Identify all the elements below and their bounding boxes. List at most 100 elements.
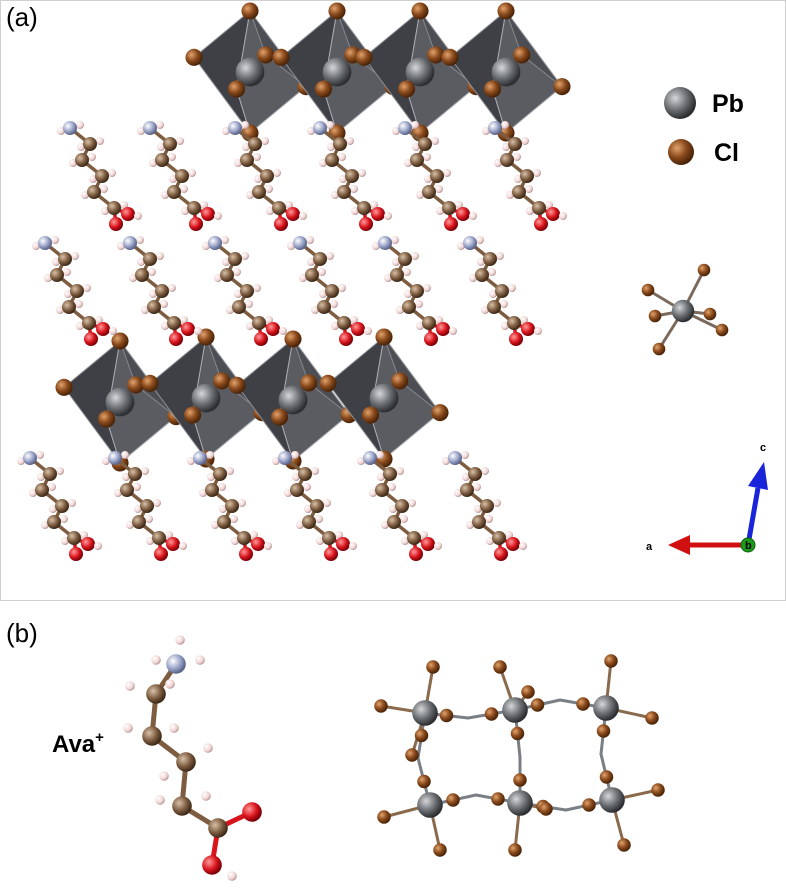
carbon-atom: [167, 316, 181, 330]
chlorine-atom: [484, 80, 502, 98]
hydrogen-atom: [246, 191, 254, 199]
nitrogen-atom: [378, 236, 392, 250]
carbon-atom: [390, 268, 404, 282]
panel-a-label: (a): [6, 2, 38, 32]
hydrogen-atom: [227, 871, 237, 881]
chlorine-atom: [405, 748, 419, 762]
octahedron-face: [383, 336, 441, 414]
carbon-atom: [252, 316, 266, 330]
carbon-atom: [163, 137, 177, 151]
carbon-atom: [325, 153, 339, 167]
hydrogen-atom: [358, 169, 366, 177]
hydrogen-atom: [508, 284, 516, 292]
hydrogen-atom: [481, 467, 489, 475]
lead-atom: [502, 697, 528, 723]
hydrogen-atom: [149, 159, 157, 167]
hydrogen-atom: [180, 185, 188, 193]
hydrogen-atom: [160, 300, 168, 308]
hydrogen-atom: [134, 505, 142, 513]
lead-atom: [671, 299, 695, 323]
hydrogen-atom: [238, 499, 246, 507]
hydrogen-atom: [401, 537, 409, 545]
hydrogen-atom: [32, 242, 40, 250]
oxygen-atom: [359, 217, 373, 231]
axis-a-label: a: [646, 541, 653, 553]
hydrogen-atom: [179, 542, 187, 550]
hydrogen-atom: [222, 127, 230, 135]
carbon-atom: [305, 268, 319, 282]
hydrogen-atom: [176, 137, 184, 145]
hydrogen-atom: [534, 327, 542, 335]
hydrogen-atom: [420, 531, 428, 539]
nitrogen-atom: [123, 236, 137, 250]
hydrogen-atom: [396, 467, 404, 475]
axis-b-label: b: [745, 540, 752, 552]
hydrogen-atom: [149, 290, 157, 298]
hydrogen-atom: [435, 316, 443, 324]
chlorine-atom: [228, 80, 246, 98]
carbon-atom: [487, 300, 501, 314]
hydrogen-atom: [411, 121, 419, 129]
carbon-atom: [398, 252, 412, 266]
hydrogen-atom: [377, 473, 385, 481]
hydrogen-atom: [403, 268, 411, 276]
carbon-atom: [237, 531, 251, 545]
hydrogen-atom: [169, 723, 179, 733]
carbon-atom: [83, 137, 97, 151]
chlorine-atom: [426, 660, 440, 674]
carbon-atom: [410, 153, 424, 167]
hydrogen-atom: [161, 191, 169, 199]
hydrogen-atom: [41, 521, 49, 529]
ava-molecule: [123, 635, 262, 881]
carbon-atom: [442, 201, 456, 215]
oxygen-atom: [242, 802, 262, 822]
hydrogen-atom: [226, 467, 234, 475]
chlorine-atom: [328, 2, 346, 20]
carbon-atom: [152, 531, 166, 545]
hydrogen-atom: [482, 127, 490, 135]
oxygen-atom: [436, 322, 450, 336]
hydrogen-atom: [273, 169, 281, 177]
octahedra-layer-bottom: [55, 328, 449, 472]
carbon-atom: [310, 499, 324, 513]
hydrogen-atom: [364, 327, 372, 335]
hydrogen-atom: [431, 137, 439, 145]
hydrogen-atom: [506, 191, 514, 199]
hydrogen-atom: [316, 537, 324, 545]
hydrogen-atom: [304, 505, 312, 513]
chlorine-atom: [228, 376, 246, 394]
oxygen-atom: [324, 547, 338, 561]
hydrogen-atom: [202, 242, 210, 250]
hydrogen-atom: [148, 268, 156, 276]
nitrogen-atom: [363, 451, 377, 465]
oxygen-atom: [534, 217, 548, 231]
hydrogen-atom: [501, 121, 509, 129]
carbon-atom: [82, 316, 96, 330]
chlorine-atom: [433, 843, 447, 857]
chlorine-atom: [185, 48, 203, 66]
hydrogen-atom: [49, 505, 57, 513]
oxygen-atom: [351, 322, 365, 336]
lead-atom: [507, 790, 533, 816]
axis-c-arrowhead: [748, 462, 768, 490]
hydrogen-atom: [137, 127, 145, 135]
hydrogen-atom: [338, 153, 346, 161]
hydrogen-atom: [137, 258, 145, 266]
hydrogen-atom: [207, 473, 215, 481]
hydrogen-atom: [291, 451, 299, 459]
chlorine-atom: [576, 697, 590, 711]
oxygen-atom: [166, 537, 180, 551]
nitrogen-atom: [463, 236, 477, 250]
hydrogen-atom: [181, 207, 189, 215]
hydrogen-atom: [81, 191, 89, 199]
chlorine-atom: [513, 46, 531, 64]
hydrogen-atom: [389, 505, 397, 513]
carbon-atom: [500, 153, 514, 167]
hydrogen-atom: [203, 743, 213, 753]
hydrogen-atom: [76, 322, 84, 330]
hydrogen-atom: [253, 153, 261, 161]
hydrogen-atom: [525, 185, 533, 193]
hydrogen-atom: [146, 537, 154, 545]
hydrogen-atom: [114, 489, 122, 497]
hydrogen-atom: [61, 537, 69, 545]
